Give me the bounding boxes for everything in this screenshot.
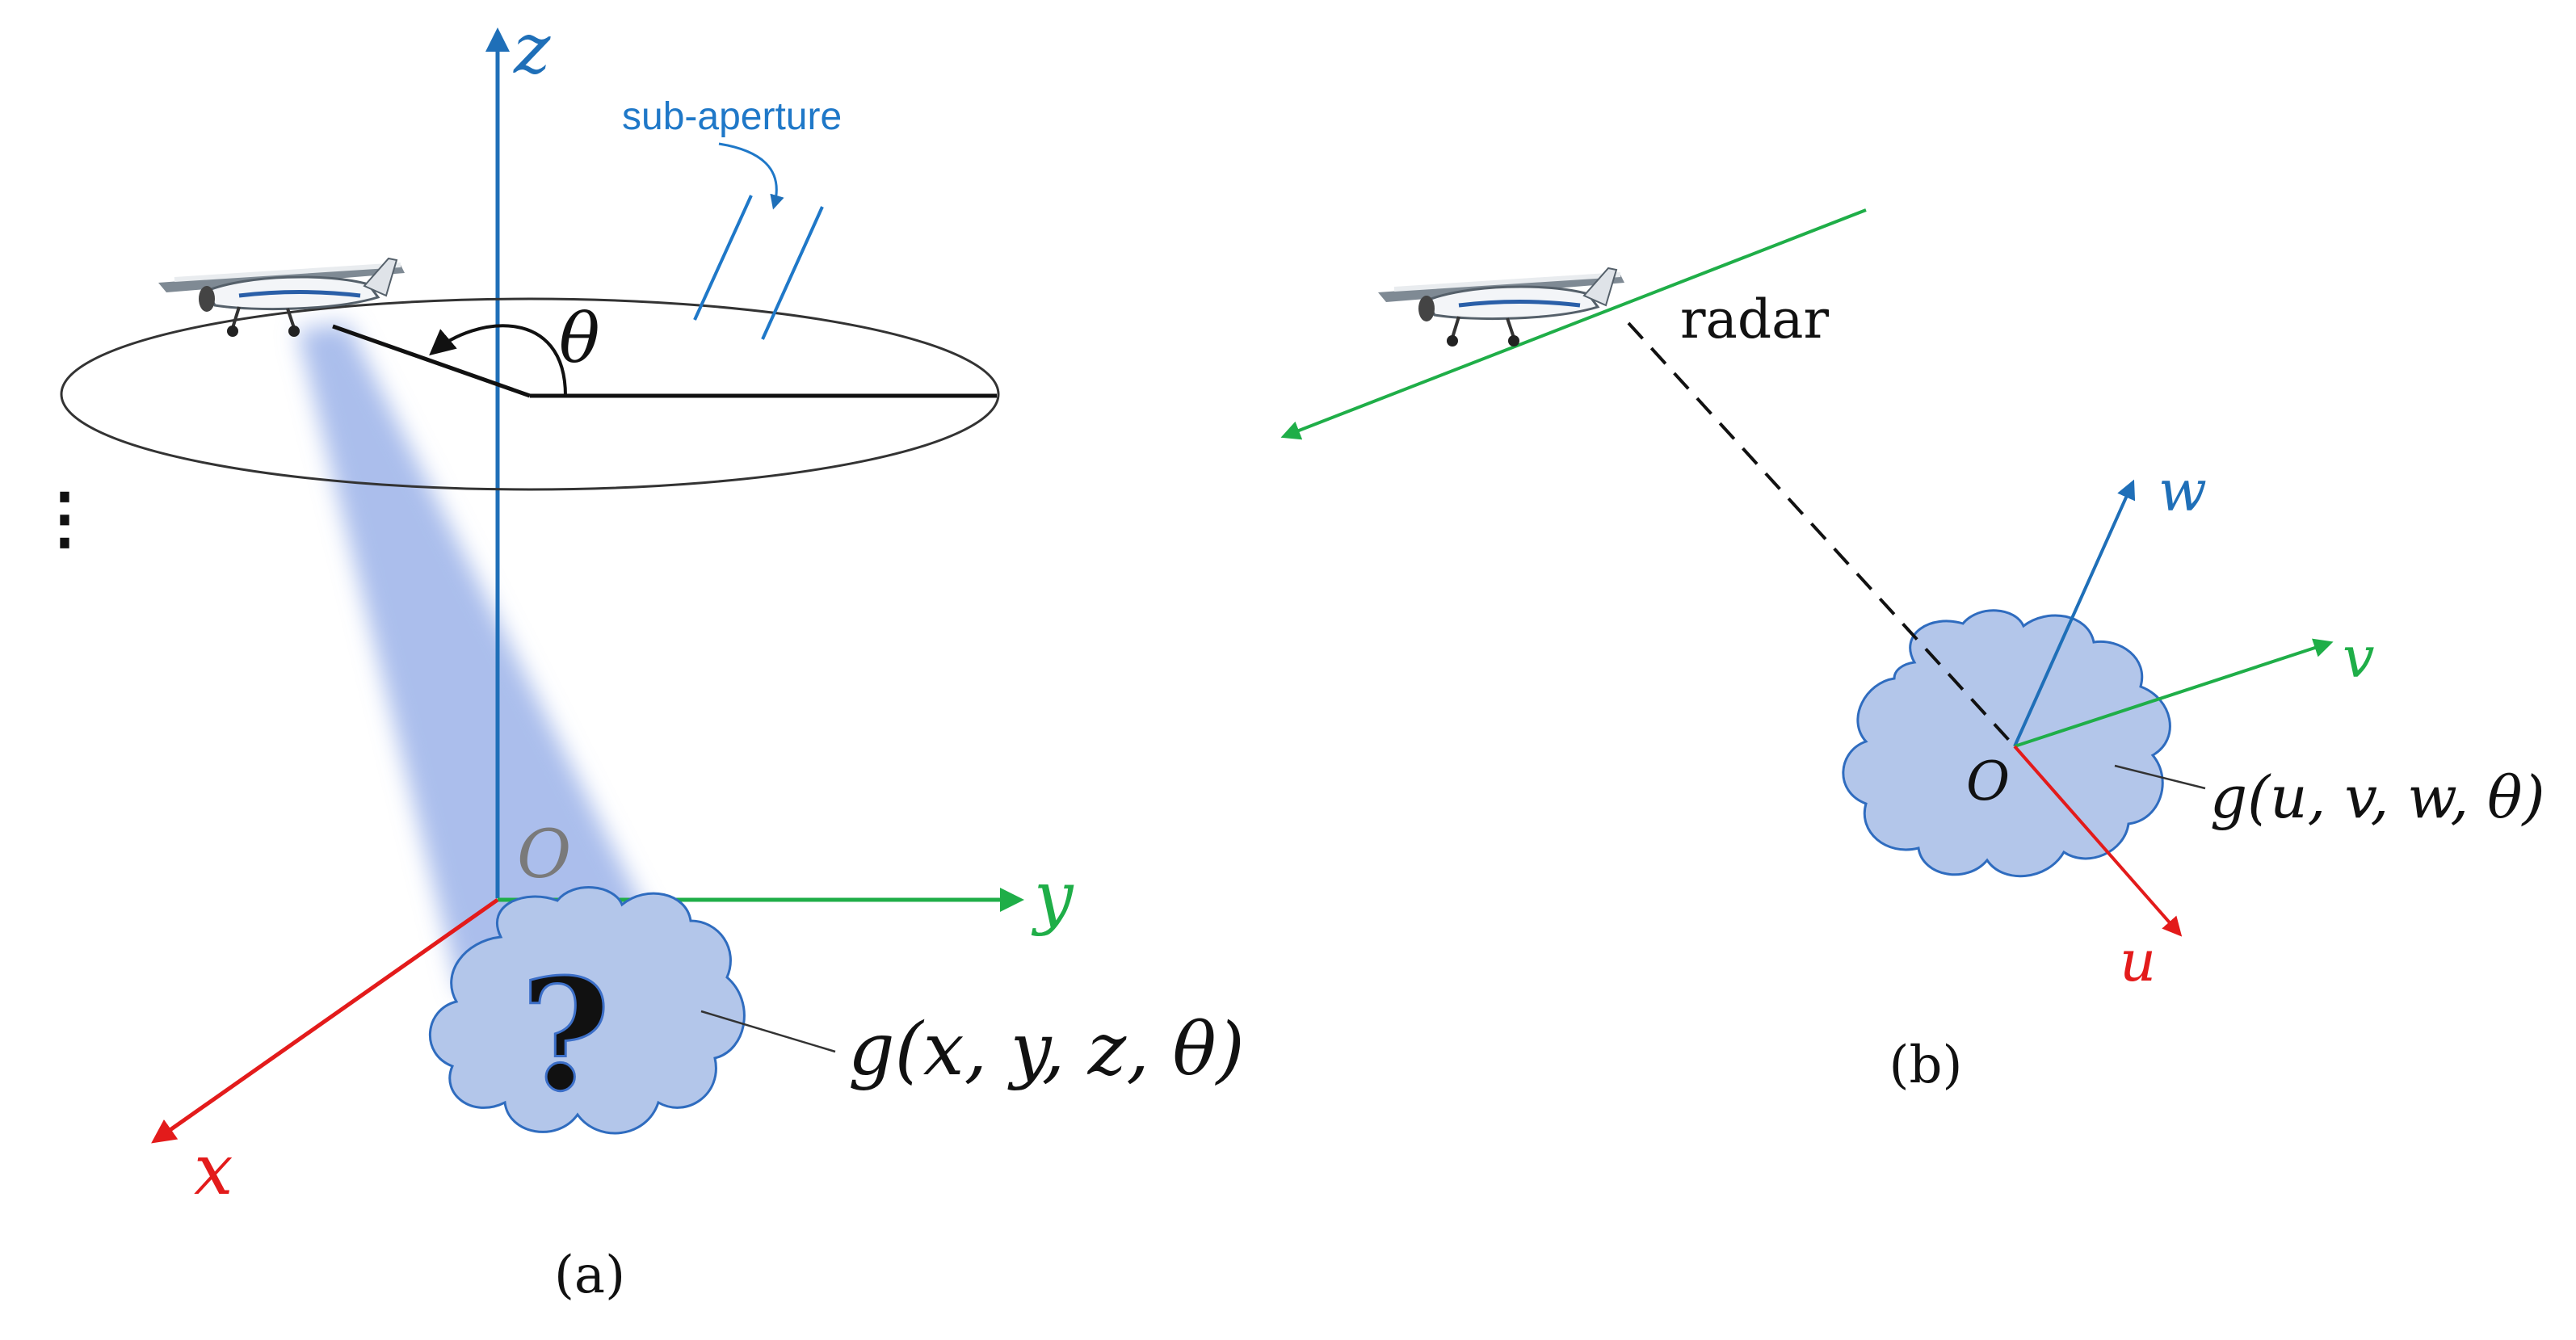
sub-aperture-line-1 xyxy=(693,195,753,321)
y-axis-label: y xyxy=(1031,857,1074,938)
curved-arrow-icon xyxy=(718,142,784,210)
angle-arc xyxy=(429,324,567,397)
function-label-a: g(x, y, z, θ) xyxy=(848,1007,1245,1092)
x-axis-label: x xyxy=(194,1130,233,1211)
radar-label: radar xyxy=(1680,288,1829,351)
ellipsis-icon: ⋮ xyxy=(31,477,99,557)
function-leader-line-b xyxy=(2114,764,2206,790)
caption-a: (a) xyxy=(554,1245,625,1305)
u-axis-label: u xyxy=(2120,928,2156,994)
flight-path xyxy=(1280,208,1867,440)
x-axis xyxy=(151,897,499,1144)
caption-b: (b) xyxy=(1889,1035,1963,1095)
target-cloud-icon xyxy=(429,886,746,1135)
v-axis xyxy=(2014,638,2334,748)
function-leader-line-a xyxy=(700,1010,836,1053)
radar-beam xyxy=(297,323,662,993)
u-axis xyxy=(2013,745,2183,937)
orbit-ellipse xyxy=(60,297,1000,491)
panel-a: θ sub-aperture ? g(x, y, z, θ) z y x O ⋮… xyxy=(31,9,1245,1305)
sub-aperture-line-2 xyxy=(761,206,824,340)
plane-radius xyxy=(332,324,531,398)
line-of-sight xyxy=(1627,321,2016,748)
theta-label: θ xyxy=(559,299,600,378)
w-axis xyxy=(2013,479,2136,747)
w-axis-label: w xyxy=(2158,458,2207,524)
origin-label-b: O xyxy=(1966,750,2010,813)
origin-label-a: O xyxy=(517,817,571,893)
airplane-icon xyxy=(1378,268,1624,347)
function-label-b: g(u, v, w, θ) xyxy=(2210,763,2545,831)
v-axis-label: v xyxy=(2343,624,2375,691)
target-cloud-icon xyxy=(1842,609,2171,878)
question-mark-icon: ? xyxy=(520,945,610,1125)
panel-b: radar w v u O g(u, v, w, θ) (b) xyxy=(1280,208,2545,1095)
sub-aperture-label: sub-aperture xyxy=(622,95,842,138)
airplane-icon xyxy=(158,258,405,337)
z-axis-label: z xyxy=(513,9,551,90)
